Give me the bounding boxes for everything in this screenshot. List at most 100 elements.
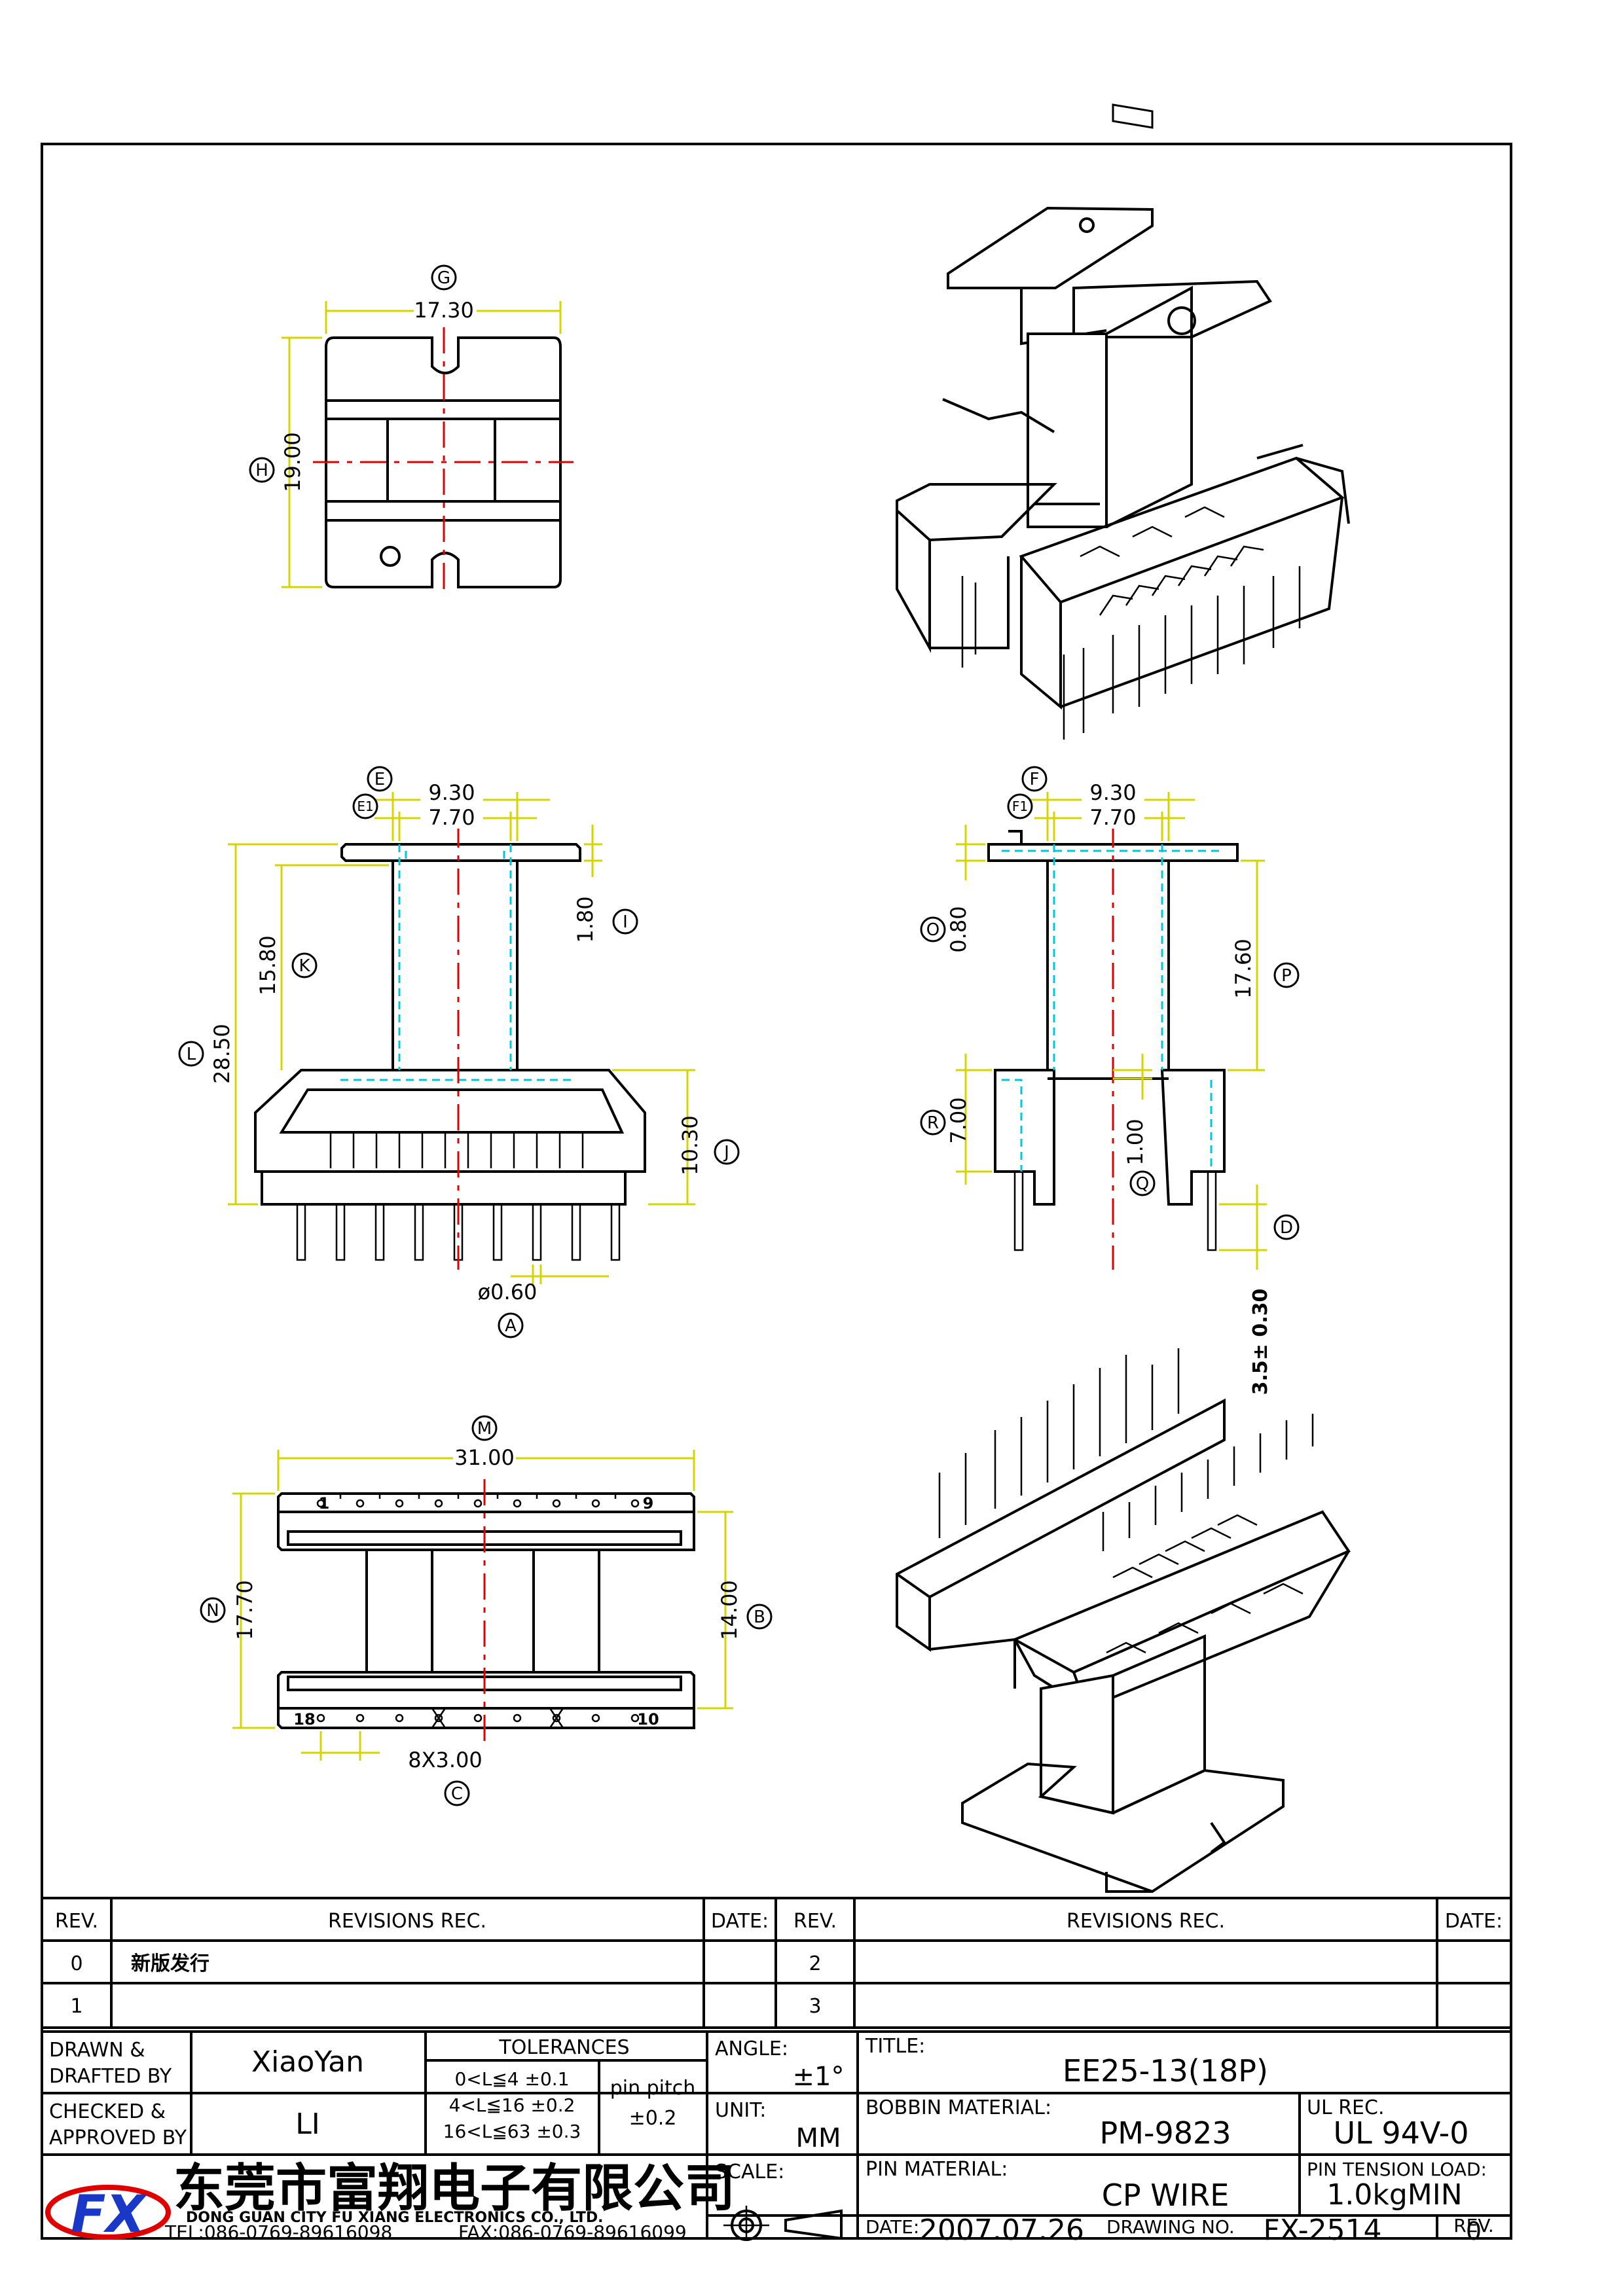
company-name-cn: 东莞市富翔电子有限公司 <box>173 2159 735 2218</box>
pin-material-value: CP WIRE <box>1102 2178 1230 2213</box>
label-g: G <box>437 268 450 288</box>
ul-value: UL 94V-0 <box>1333 2115 1468 2151</box>
rec-header-right: REVISIONS REC. <box>1067 1910 1225 1933</box>
rev-header-right: REV. <box>793 1910 837 1933</box>
rev-row-3: 3 <box>809 1995 821 2018</box>
rev-row-0: 0 <box>70 1952 82 1975</box>
label-e: E <box>374 770 385 789</box>
drawn-label-2: DRAFTED BY <box>49 2065 172 2088</box>
pin-tension-value: 1.0kgMIN <box>1326 2178 1462 2212</box>
drawing-no-value: FX-2514 <box>1263 2214 1381 2247</box>
dim-side-r: 7.00 <box>946 1097 971 1143</box>
pin-label-1: 1 <box>319 1494 330 1513</box>
label-q: Q <box>1136 1174 1149 1194</box>
side-view: 9.30 7.70 F F1 0.80 O 17.60 P 7.00 R 1.0… <box>920 766 1300 1395</box>
dim-bottom-b: 14.00 <box>717 1580 742 1640</box>
drawing-no-label: DRAWING NO. <box>1106 2216 1235 2238</box>
rev-value: 0 <box>1466 2217 1482 2246</box>
company-fax: FAX:086-0769-89616099 <box>458 2221 687 2243</box>
dim-side-f-outer: 9.30 <box>1089 780 1136 805</box>
checked-value: LI <box>295 2108 320 2141</box>
rev-row-1: 1 <box>70 1995 82 2018</box>
ul-label: UL REC. <box>1307 2096 1385 2119</box>
label-l: L <box>187 1045 196 1064</box>
label-f: F <box>1030 770 1040 789</box>
rev-row-2: 2 <box>809 1952 821 1975</box>
label-a: A <box>505 1316 517 1336</box>
dim-front-l: 28.50 <box>210 1024 234 1084</box>
dim-front-pin: ø0.60 <box>478 1280 538 1304</box>
label-i: I <box>623 912 628 932</box>
tolerance-1: 0<L≦4 ±0.1 <box>454 2068 569 2090</box>
label-n: N <box>206 1601 219 1621</box>
label-b: B <box>754 1607 765 1627</box>
dim-top-width: 17.30 <box>414 298 474 323</box>
date-value: 2007.07.26 <box>919 2214 1084 2247</box>
dim-front-j: 10.30 <box>678 1115 702 1175</box>
rec-header-left: REVISIONS REC. <box>328 1910 486 1933</box>
isometric-top-view <box>896 103 1350 740</box>
dim-side-q: 1.00 <box>1123 1119 1148 1165</box>
rev-header-left: REV. <box>55 1910 98 1933</box>
checked-label-2: APPROVED BY <box>49 2126 187 2149</box>
company-logo-icon: FX <box>45 2185 171 2244</box>
pin-label-10: 10 <box>637 1710 659 1729</box>
checked-label-1: CHECKED & <box>49 2100 166 2123</box>
drawn-label-1: DRAWN & <box>49 2039 145 2062</box>
date-header-left: DATE: <box>711 1910 769 1933</box>
dim-front-e-outer: 9.30 <box>428 780 475 805</box>
pin-pitch-value: ±0.2 <box>629 2107 677 2130</box>
drawn-value: XiaoYan <box>251 2045 364 2079</box>
pin-pitch-label: pin pitch <box>610 2077 696 2100</box>
label-f1: F1 <box>1012 798 1028 814</box>
pin-label-9: 9 <box>643 1494 654 1513</box>
tolerances-label: TOLERANCES <box>498 2036 629 2059</box>
date-header-right: DATE: <box>1445 1910 1503 1933</box>
bobbin-label: BOBBIN MATERIAL: <box>866 2096 1051 2119</box>
top-view: G 17.30 H 19.00 <box>249 264 574 597</box>
angle-label: ANGLE: <box>715 2037 788 2060</box>
label-k: K <box>299 956 310 976</box>
dim-front-i: 1.80 <box>573 896 598 942</box>
dim-side-p: 17.60 <box>1231 939 1256 999</box>
label-c: C <box>451 1784 463 1804</box>
pin-label-18: 18 <box>293 1710 315 1729</box>
label-m: M <box>477 1419 492 1439</box>
label-h: H <box>255 461 268 480</box>
label-r: R <box>927 1113 939 1133</box>
title-value: EE25-13(18P) <box>1063 2053 1268 2089</box>
angle-value: ±1° <box>793 2062 845 2092</box>
dim-top-height: 19.00 <box>280 432 305 492</box>
bobbin-value: PM-9823 <box>1099 2115 1231 2151</box>
isometric-bottom-view <box>896 1348 1351 1893</box>
pin-material-label: PIN MATERIAL: <box>866 2158 1008 2181</box>
date-label: DATE: <box>866 2216 919 2238</box>
scale-label: SCALE: <box>715 2161 784 2183</box>
company-name-en: DONG GUAN CITY FU XIANG ELECTRONICS CO.,… <box>186 2210 603 2226</box>
label-j: J <box>723 1143 729 1162</box>
dim-bottom-n: 17.70 <box>232 1580 257 1640</box>
label-o: O <box>926 920 939 940</box>
label-p: P <box>1281 966 1292 986</box>
dim-side-d: 3.5± 0.30 <box>1249 1289 1272 1395</box>
tolerance-3: 16<L≦63 ±0.3 <box>443 2121 581 2142</box>
unit-value: MM <box>795 2123 841 2153</box>
pin-tension-label: PIN TENSION LOAD: <box>1307 2159 1487 2180</box>
title-block: DRAWN & DRAFTED BY XiaoYan CHECKED & APP… <box>41 2030 1512 2247</box>
dim-bottom-m: 31.00 <box>454 1445 515 1470</box>
dim-side-f-inner: 7.70 <box>1089 805 1136 830</box>
front-view: 9.30 7.70 E E1 1.80 I 15.80 K 28.50 L 10… <box>178 766 740 1338</box>
label-e1: E1 <box>357 798 373 814</box>
title-label: TITLE: <box>865 2035 925 2058</box>
projection-symbol-icon <box>723 2206 843 2241</box>
label-d: D <box>1280 1218 1293 1238</box>
revision-table: REV. REVISIONS REC. DATE: REV. REVISIONS… <box>41 1897 1512 2029</box>
logo-text: FX <box>71 2185 147 2244</box>
dim-front-e-inner: 7.70 <box>428 805 475 830</box>
dim-bottom-c: 8X3.00 <box>408 1748 483 1772</box>
dim-front-k: 15.80 <box>255 935 280 996</box>
unit-label: UNIT: <box>715 2099 766 2122</box>
dim-side-o: 0.80 <box>946 906 971 952</box>
tolerance-2: 4<L≦16 ±0.2 <box>449 2094 575 2116</box>
